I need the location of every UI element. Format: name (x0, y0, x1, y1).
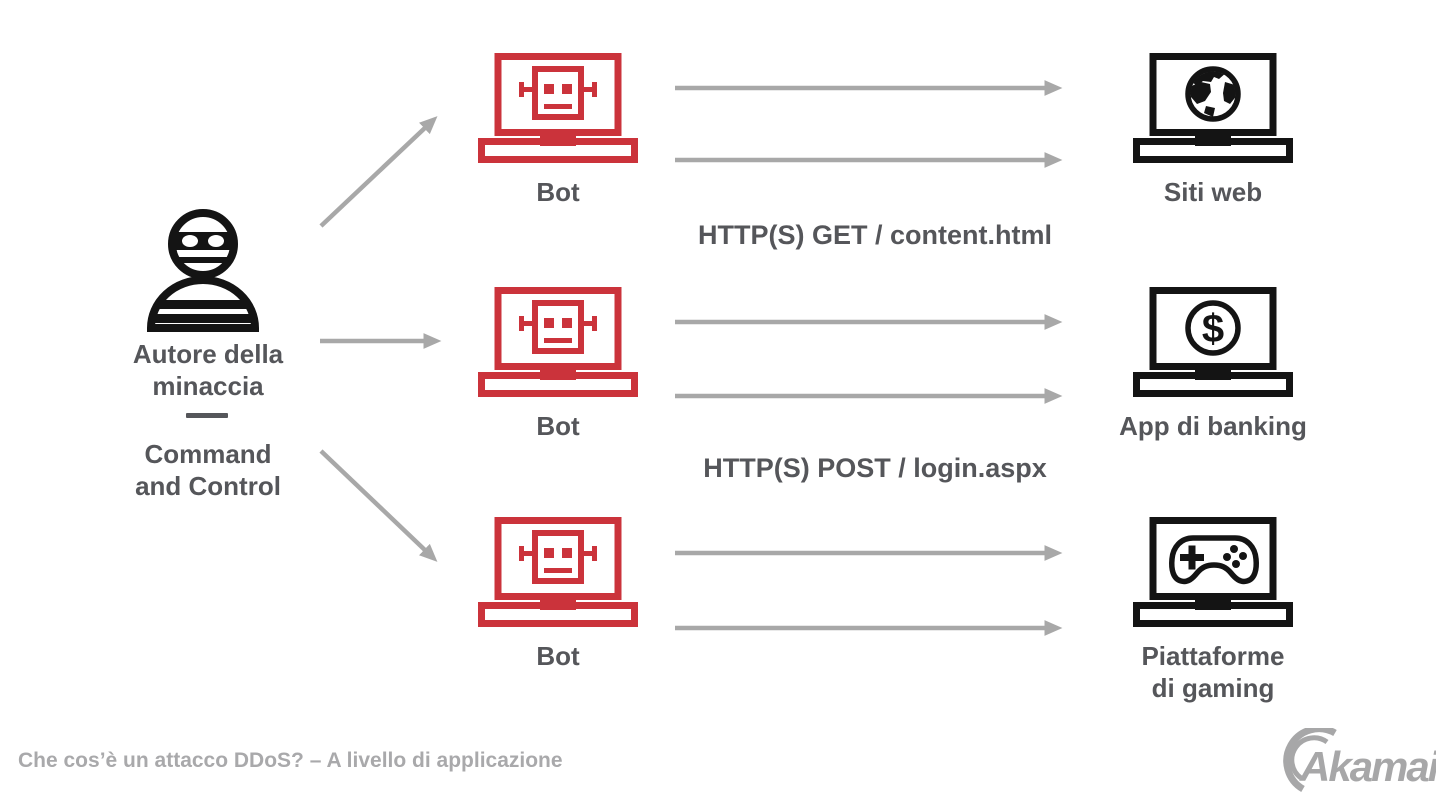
target-label: App di banking (1119, 411, 1307, 441)
separator-line (186, 413, 228, 418)
akamai-logo: Akamai (1283, 728, 1436, 793)
gaming-laptop-icon (1133, 517, 1293, 627)
target-label: Piattaforme di gaming (1141, 641, 1285, 703)
threat-actor-title: Autore della minaccia (132, 339, 284, 401)
bot-label: Bot (536, 411, 580, 441)
akamai-wordmark: Akamai (1299, 743, 1436, 790)
masked-threat-actor-icon (143, 196, 263, 336)
bot-label: Bot (536, 177, 580, 207)
bot-label: Bot (536, 641, 580, 671)
threat-actor-subtitle: Command and Control (135, 439, 281, 501)
http-post-label: HTTP(S) POST / login.aspx (703, 453, 1047, 483)
http-get-label: HTTP(S) GET / content.html (698, 220, 1052, 250)
footer-caption: Che cos’è un attacco DDoS? – A livello d… (18, 749, 563, 772)
bot-laptop-icon (478, 287, 638, 397)
arrow-actor-to-bot-1 (319, 116, 438, 228)
arrow-actor-to-bot-3 (319, 449, 438, 562)
banking-laptop-icon (1133, 287, 1293, 397)
bot-laptop-icon (478, 517, 638, 627)
bot-laptop-icon (478, 53, 638, 163)
target-label: Siti web (1163, 177, 1263, 207)
globe-laptop-icon (1133, 53, 1293, 163)
